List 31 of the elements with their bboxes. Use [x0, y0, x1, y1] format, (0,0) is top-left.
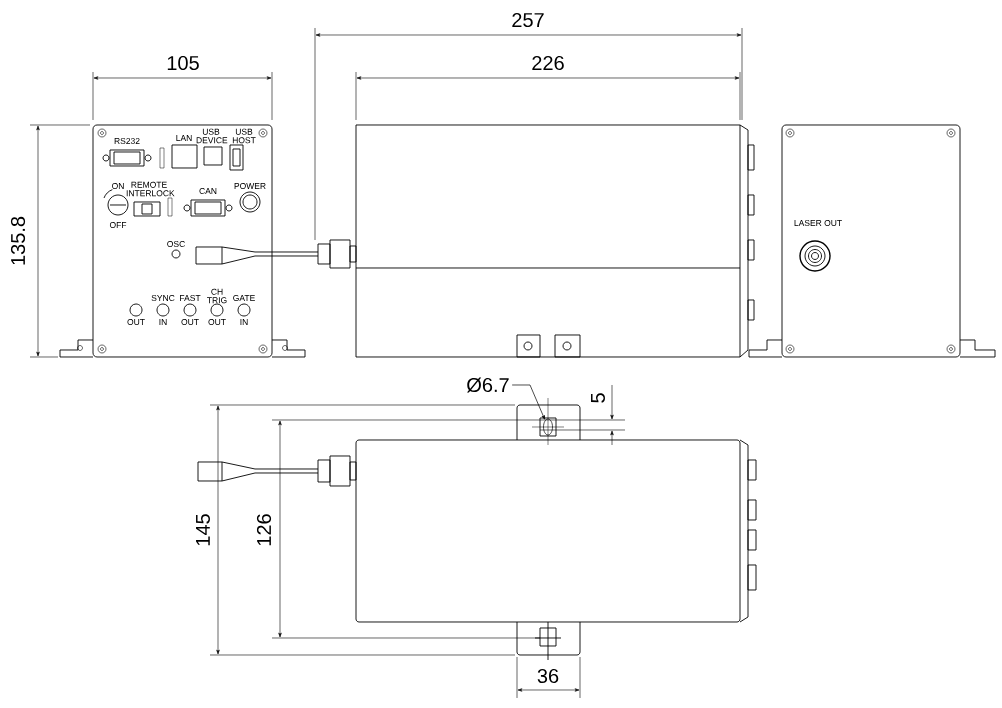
- panel-label: OUT: [181, 319, 199, 325]
- panel-label: USB HOST: [232, 128, 256, 144]
- panel-label: IN: [159, 319, 167, 325]
- panel-label: GATE: [233, 295, 255, 301]
- panel-label: OSC: [167, 241, 185, 247]
- dimension-label: 36: [537, 668, 559, 684]
- panel-label: CAN: [199, 188, 217, 194]
- dimension-label: 126: [256, 514, 272, 546]
- panel-label: RS232: [114, 138, 140, 144]
- panel-label: OUT: [127, 319, 145, 325]
- panel-label: REMOTE INTERLOCK: [126, 181, 175, 197]
- panel-label: OFF: [109, 222, 127, 228]
- dimension-label: Ø6.7: [467, 377, 509, 393]
- leader-line: [511, 384, 546, 420]
- panel-label: LAN: [176, 135, 192, 141]
- panel-label: LASER OUT: [794, 220, 842, 226]
- dimension-label: 5: [591, 393, 605, 403]
- dimension-label: 226: [532, 55, 564, 71]
- panel-label: FAST: [180, 295, 201, 301]
- dimension-label: 105: [167, 55, 199, 71]
- panel-label: IN: [240, 319, 248, 325]
- panel-label: CH TRIG: [207, 288, 227, 304]
- panel-label: ON: [112, 183, 124, 189]
- mounting-hole: [543, 418, 553, 436]
- panel-label: OUT: [208, 319, 226, 325]
- panel-label: SYNC: [151, 295, 175, 301]
- dimension-label: 257: [512, 12, 544, 28]
- dimension-label: 145: [196, 514, 210, 546]
- dimension-label: 135.8: [10, 216, 26, 265]
- panel-label: USB DEVICE: [196, 128, 228, 144]
- panel-label: POWER: [234, 183, 266, 189]
